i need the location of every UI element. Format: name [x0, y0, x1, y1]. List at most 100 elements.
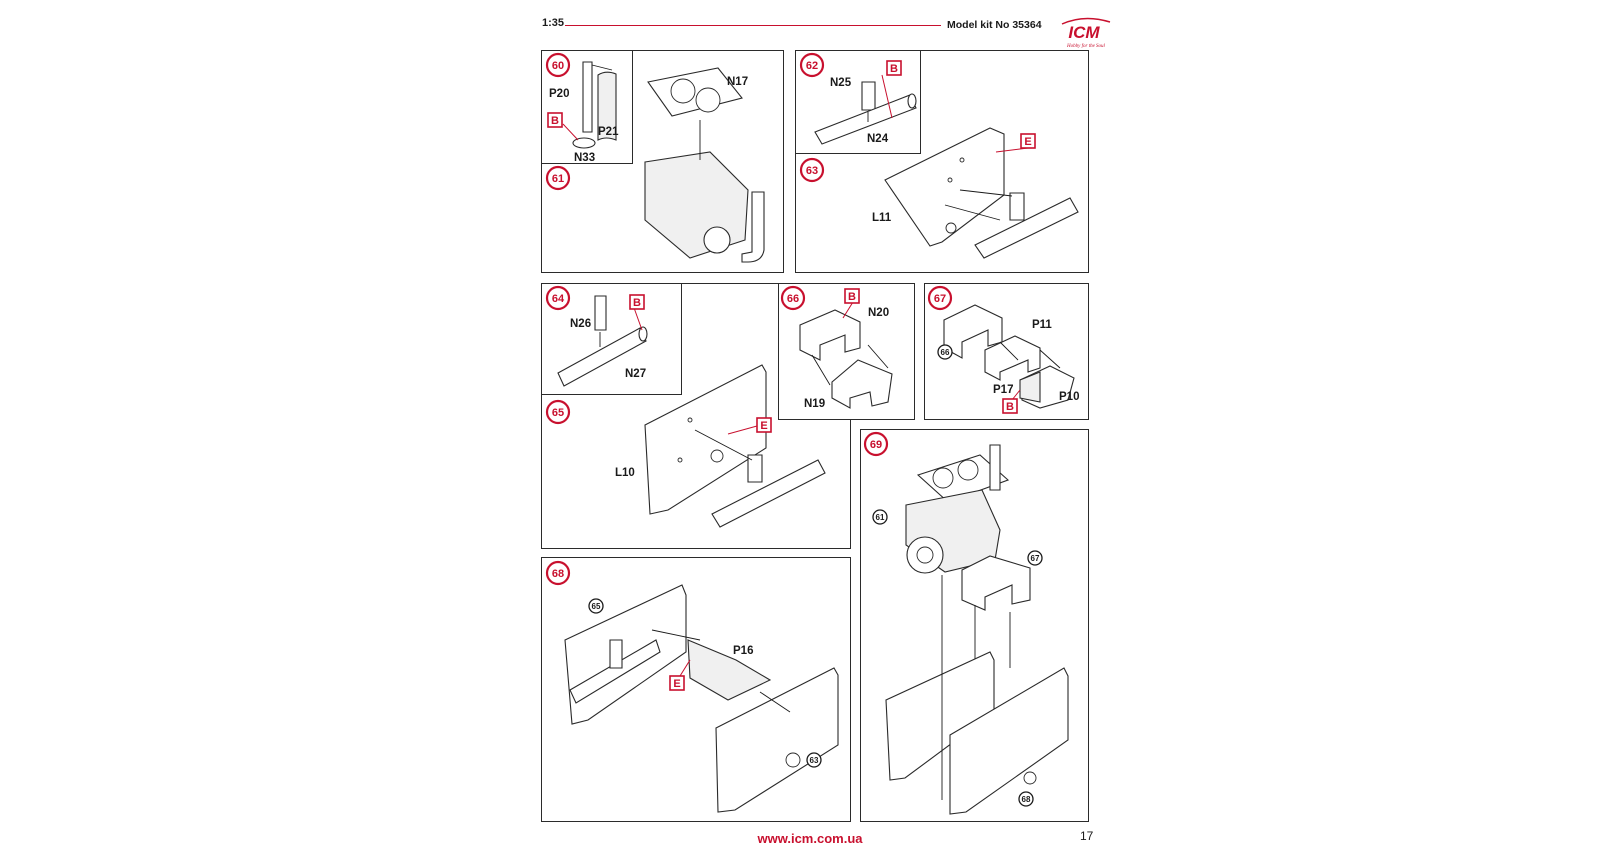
paint-leader: [727, 425, 758, 435]
svg-text:E: E: [1024, 136, 1031, 148]
engine-block-shape: [644, 151, 749, 259]
paint-code-b-64: B: [629, 294, 645, 310]
step-60-number: 60: [545, 52, 571, 78]
website-url[interactable]: www.icm.com.ua: [757, 831, 863, 846]
step-65-drawing: [644, 364, 826, 528]
svg-text:B: B: [1006, 401, 1014, 413]
svg-text:64: 64: [552, 293, 565, 305]
air-filter-right: [957, 459, 979, 481]
part-n24-shape: [814, 94, 917, 145]
paint-code-b-60: B: [547, 112, 563, 128]
step-62-number: 62: [799, 52, 825, 78]
part-p21-shape: [597, 71, 617, 141]
step-66-drawing: [799, 301, 893, 409]
panel-hole: [677, 457, 683, 463]
panel-hole: [687, 417, 693, 423]
svg-text:68: 68: [1022, 795, 1031, 804]
label-p10: P10: [1059, 391, 1079, 403]
subassembly-65-shape: [564, 584, 687, 725]
step-66-number: 66: [780, 285, 806, 311]
ref-step-68: 68: [1018, 791, 1034, 807]
step-68-drawing: [564, 584, 839, 813]
part-p20-shape: [582, 61, 593, 133]
exhaust-pipe-shape: [974, 197, 1079, 259]
svg-text:65: 65: [592, 602, 601, 611]
ref-step-65: 65: [588, 598, 604, 614]
kit-number: Model kit No 35364: [947, 19, 1042, 31]
subassembly-66-shape: [943, 304, 1003, 359]
panel-hole: [947, 177, 953, 183]
part-p20-installed: [741, 191, 765, 263]
svg-text:66: 66: [787, 293, 799, 305]
step-64-number: 64: [545, 285, 571, 311]
panel-hole: [710, 449, 724, 463]
label-n20: N20: [868, 307, 889, 319]
label-l10: L10: [615, 467, 635, 479]
step-61-number: 61: [545, 165, 571, 191]
svg-text:63: 63: [810, 756, 819, 765]
svg-text:69: 69: [870, 439, 882, 451]
part-n27-shape: [557, 327, 647, 387]
step-63-number: 63: [799, 157, 825, 183]
ref-step-67: 67: [1027, 550, 1043, 566]
part-l11-shape: [884, 127, 1005, 247]
svg-text:67: 67: [934, 293, 946, 305]
label-n27: N27: [625, 368, 646, 380]
panel-hole: [1023, 771, 1037, 785]
part-n20-shape: [799, 309, 861, 361]
paint-leader: [679, 659, 691, 677]
part-l10-shape: [644, 364, 767, 515]
flywheel-hub: [916, 546, 934, 564]
svg-text:B: B: [890, 63, 898, 75]
exhaust-elbow-shape: [609, 639, 623, 669]
step-67-number: 67: [927, 285, 953, 311]
ref-step-66: 66: [937, 344, 953, 360]
label-p11: P11: [1032, 319, 1052, 331]
assembly-arrow: [759, 691, 791, 713]
step-68-number: 68: [545, 560, 571, 586]
part-p17-shape: [1019, 371, 1041, 403]
label-n25: N25: [830, 77, 852, 89]
svg-text:B: B: [633, 297, 641, 309]
svg-text:66: 66: [941, 348, 950, 357]
paint-code-b-66: B: [844, 288, 860, 304]
svg-text:63: 63: [806, 165, 818, 177]
paint-leader: [562, 123, 579, 141]
step-65-number: 65: [545, 399, 571, 425]
svg-text:E: E: [673, 678, 680, 690]
paint-code-b-67: B: [1002, 398, 1018, 414]
paint-code-b-62: B: [886, 60, 902, 76]
step-69-drawing: [885, 444, 1069, 815]
paint-leader: [842, 301, 854, 319]
ref-step-61: 61: [872, 509, 888, 525]
assembly-arrow: [944, 204, 1001, 221]
subassembly-63-shape: [715, 667, 839, 813]
label-n26: N26: [570, 318, 591, 330]
paint-code-e-68: E: [669, 675, 685, 691]
paint-leader: [881, 74, 893, 119]
assembly-arrow: [867, 344, 889, 369]
subassembly-67-shape: [961, 555, 1031, 611]
label-n19: N19: [804, 398, 825, 410]
part-p11-shape: [984, 335, 1041, 381]
panel-hole: [959, 157, 965, 163]
svg-text:61: 61: [552, 173, 564, 185]
label-p17: P17: [993, 384, 1013, 396]
svg-text:68: 68: [552, 568, 564, 580]
paint-code-e-65: E: [756, 417, 772, 433]
part-p16-shape: [687, 639, 772, 701]
paint-code-e-63: E: [1020, 133, 1036, 149]
engine-flywheel: [703, 226, 731, 254]
exhaust-pipe-shape: [569, 639, 661, 704]
exhaust-elbow-shape: [1009, 192, 1025, 221]
exhaust-elbow-shape: [747, 454, 763, 483]
ref-step-63: 63: [806, 752, 822, 768]
part-n25-shape: [861, 81, 876, 111]
label-p16: P16: [733, 645, 753, 657]
assembly-arrow: [999, 341, 1019, 361]
icm-logo: ICM Hobby for the Soul: [1061, 17, 1111, 49]
header-rule: [565, 25, 941, 26]
logo-slogan: Hobby for the Soul: [1066, 44, 1106, 49]
